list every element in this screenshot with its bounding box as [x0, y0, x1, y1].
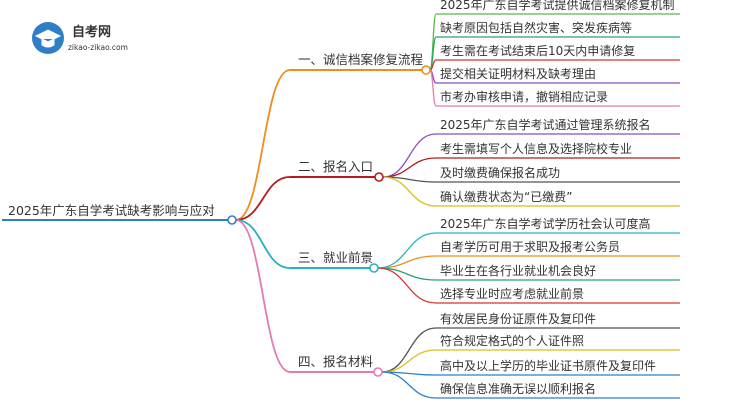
root-node-label: 2025年广东自学考试缺考影响与应对 — [8, 203, 215, 218]
leaf-label: 2025年广东自学考试提供诚信档案修复机制 — [440, 0, 675, 12]
leaf-label: 有效居民身份证原件及复印件 — [440, 311, 596, 326]
branch-label: 二、报名入口 — [298, 159, 373, 174]
leaf-label: 高中及以上学历的毕业证书原件及复印件 — [440, 358, 656, 373]
branch-node-handle — [421, 65, 431, 75]
leaf-label: 考生需在考试结束后10天内申请修复 — [440, 43, 635, 58]
leaf-label: 确认缴费状态为“已缴费” — [440, 189, 572, 204]
leaf-label: 考生需填写个人信息及选择院校专业 — [440, 141, 632, 156]
root-node-handle — [227, 215, 237, 225]
leaf-connector — [381, 349, 437, 373]
branch-label: 一、诚信档案修复流程 — [298, 52, 424, 67]
branch-connector — [235, 219, 291, 373]
leaf-label: 市考办审核申请，撤销相应记录 — [440, 89, 608, 104]
leaf-connector — [377, 232, 437, 269]
leaf-connector — [381, 371, 437, 399]
branch-label: 四、报名材料 — [298, 354, 374, 369]
branch-node-handle — [373, 367, 383, 377]
graduation-cap-icon — [34, 29, 62, 48]
leaf-label: 及时缴费确保报名成功 — [440, 165, 560, 180]
logo-url: zikao-zikao.com — [68, 43, 128, 52]
branch-connector — [235, 69, 291, 221]
branch-connector — [235, 219, 291, 269]
logo-title: 自考网 — [72, 24, 111, 40]
leaf-label: 2025年广东自学考试学历社会认可度高 — [440, 216, 651, 231]
leaf-connector — [382, 133, 437, 178]
leaf-connector — [429, 13, 437, 71]
leaf-label: 自考学历可用于求职及报考公务员 — [440, 239, 620, 254]
leaf-label: 符合规定格式的个人证件照 — [440, 333, 584, 348]
leaf-connector — [382, 157, 437, 178]
branch-node-handle — [369, 263, 379, 273]
leaf-label: 确保信息准确无误以顺利报名 — [440, 381, 596, 396]
leaf-label: 缺考原因包括自然灾害、突发疾病等 — [440, 20, 632, 35]
branch-connector — [235, 176, 291, 221]
leaf-label: 2025年广东自学考试通过管理系统报名 — [440, 117, 651, 132]
branch-label: 三、就业前景 — [298, 250, 373, 265]
branch-node-handle — [374, 172, 384, 182]
site-logo: 自考网 zikao-zikao.com — [32, 22, 128, 54]
leaf-label: 毕业生在各行业就业机会良好 — [440, 263, 596, 278]
leaf-label: 提交相关证明材料及缺考理由 — [440, 66, 596, 81]
leaf-connector — [382, 176, 437, 207]
leaf-connector — [377, 267, 437, 304]
leaf-label: 选择专业时应考虑就业前景 — [440, 286, 584, 301]
leaf-connector — [381, 327, 437, 373]
mindmap-nodes: 2025年广东自学考试缺考影响与应对 一、诚信档案修复流程 2025年广东自学考试提… — [8, 0, 675, 396]
